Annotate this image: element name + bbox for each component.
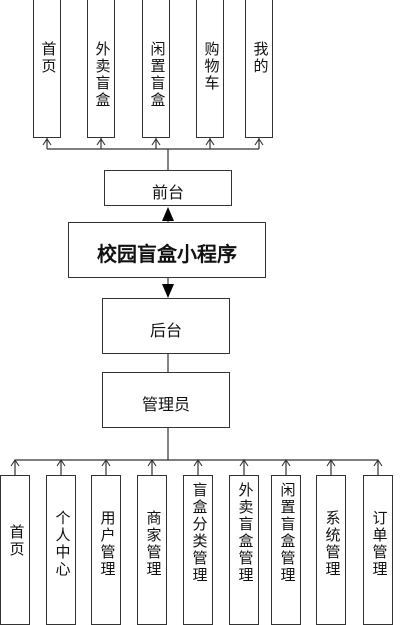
top-label-0: 首页 <box>39 41 58 75</box>
bottom-arrow-8 <box>373 459 383 467</box>
bottom-label-3: 商家管理 <box>144 510 163 578</box>
bottom-arrow-2 <box>101 459 111 467</box>
top-arrow-4 <box>254 138 264 146</box>
bottom-label-0: 首页 <box>7 524 26 558</box>
top-arrow-3 <box>205 138 215 146</box>
top-box-0: 首页 <box>33 0 61 138</box>
top-box-3: 购物车 <box>196 0 224 138</box>
bottom-box-3: 商家管理 <box>137 475 167 625</box>
top-label-1: 外卖盲盒 <box>93 41 112 109</box>
top-label-4: 我的 <box>251 41 270 75</box>
bottom-label-7: 系统管理 <box>323 510 342 578</box>
backend-box: 后台 <box>102 298 230 354</box>
bottom-label-8: 订单管理 <box>370 510 389 578</box>
top-arrow-2 <box>151 138 161 146</box>
frontend-label: 前台 <box>151 183 184 202</box>
bottom-box-0: 首页 <box>0 475 30 625</box>
bottom-label-2: 用户管理 <box>98 510 117 578</box>
bottom-label-5: 外卖盲盒管理 <box>236 482 255 584</box>
bottom-box-8: 订单管理 <box>363 475 393 625</box>
bottom-label-6: 闲置盲盒管理 <box>278 482 297 584</box>
admin-label: 管理员 <box>141 395 190 414</box>
bottom-arrow-7 <box>326 459 336 467</box>
up-arrow-head <box>162 207 174 221</box>
down-arrow-head <box>162 284 174 298</box>
backend-label: 后台 <box>149 321 182 340</box>
top-label-2: 闲置盲盒 <box>148 41 167 109</box>
app-title-box: 校园盲盒小程序 <box>68 222 266 278</box>
top-box-1: 外卖盲盒 <box>87 0 115 138</box>
bottom-box-5: 外卖盲盒管理 <box>229 475 259 625</box>
top-arrow-1 <box>96 138 106 146</box>
top-label-3: 购物车 <box>202 41 221 92</box>
bottom-arrow-1 <box>56 459 66 467</box>
bottom-arrow-6 <box>281 459 291 467</box>
app-title: 校园盲盒小程序 <box>97 242 237 266</box>
bottom-arrow-0 <box>10 459 20 467</box>
bottom-box-4: 盲盒分类管理 <box>183 475 213 625</box>
top-arrow-0 <box>42 138 52 146</box>
bottom-box-7: 系统管理 <box>316 475 346 625</box>
admin-box: 管理员 <box>102 372 230 428</box>
bottom-arrow-5 <box>239 459 249 467</box>
top-box-4: 我的 <box>245 0 273 138</box>
bottom-label-1: 个人中心 <box>53 510 72 578</box>
diagram-canvas <box>10 138 383 475</box>
top-box-2: 闲置盲盒 <box>142 0 170 138</box>
bottom-arrow-4 <box>193 459 203 467</box>
bottom-label-4: 盲盒分类管理 <box>190 482 209 584</box>
bottom-box-6: 闲置盲盒管理 <box>271 475 301 625</box>
bottom-arrow-3 <box>147 459 157 467</box>
frontend-box: 前台 <box>104 170 232 206</box>
bottom-box-2: 用户管理 <box>91 475 121 625</box>
